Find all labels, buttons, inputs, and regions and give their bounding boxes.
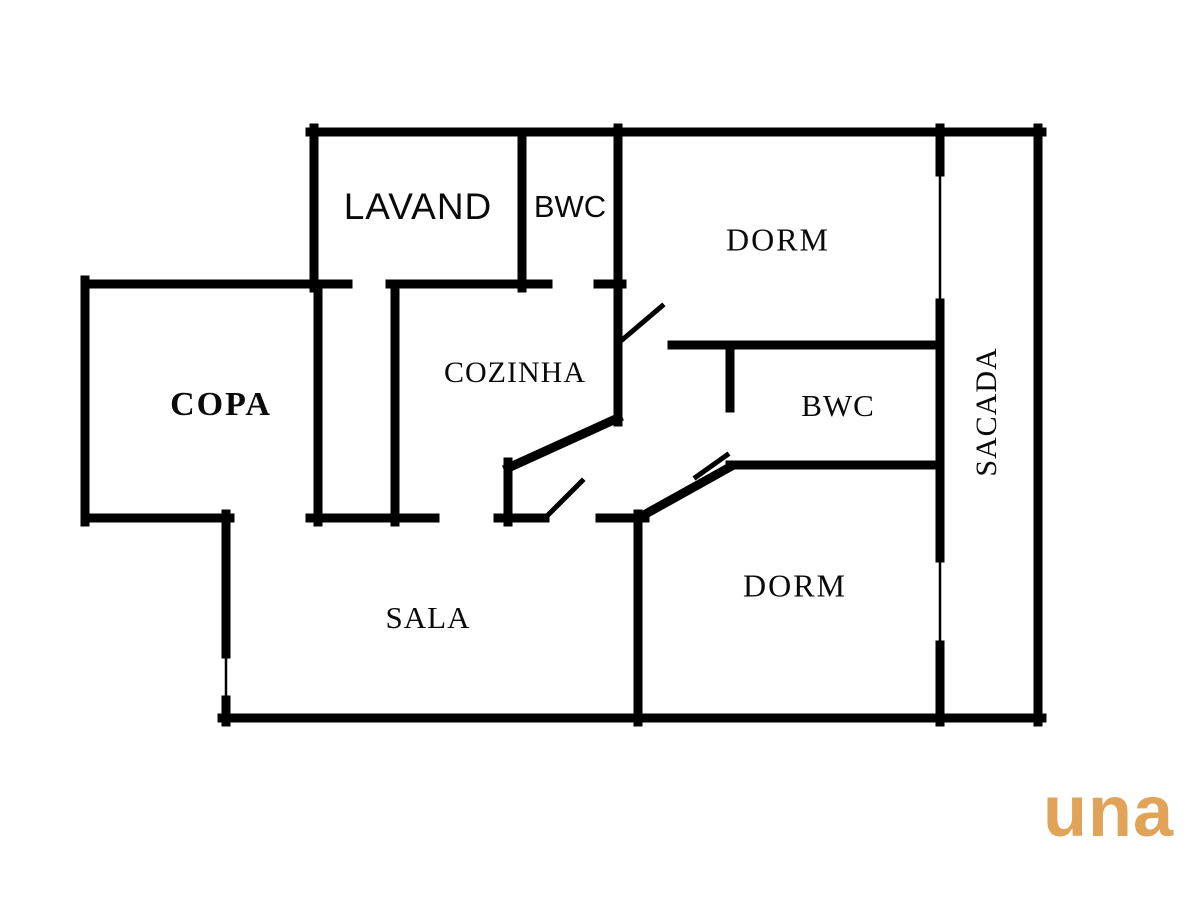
room-label-sala: SALA — [385, 600, 471, 635]
interior-walls — [80, 123, 945, 727]
room-label-cozinha: COZINHA — [444, 356, 586, 389]
room-label-copa: COPA — [170, 386, 272, 423]
window-lines — [224, 170, 942, 702]
room-label-dorm-bottom: DORM — [742, 567, 848, 604]
door-leaf-lines — [544, 302, 731, 519]
room-label-bwc-top: BWC — [533, 189, 607, 224]
una-logo: una — [1042, 772, 1174, 852]
room-label-lavand: LAVAND — [343, 186, 493, 227]
room-label-bwc-mid: BWC — [801, 388, 875, 423]
outer-walls — [80, 123, 1047, 727]
room-label-sacada: SACADA — [970, 347, 1003, 477]
room-label-dorm-top: DORM — [725, 221, 831, 258]
